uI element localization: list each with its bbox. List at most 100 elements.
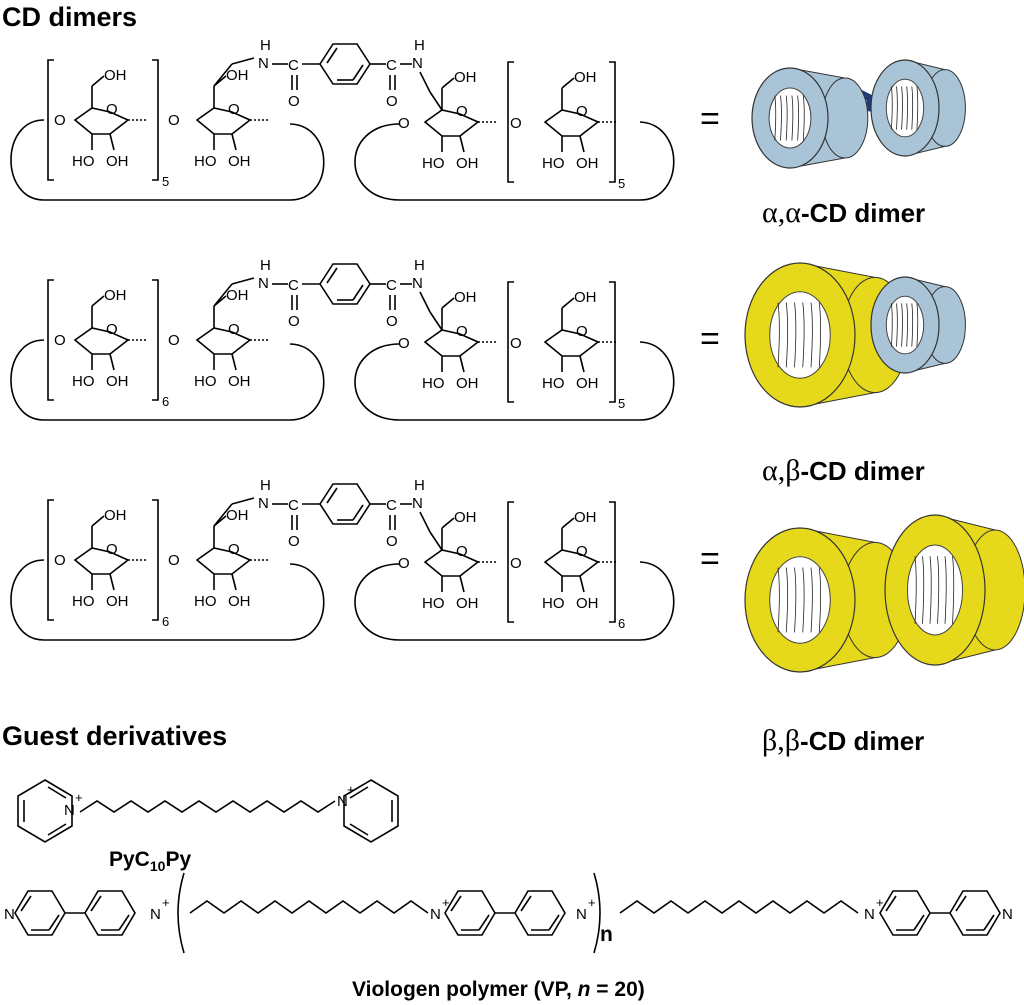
pyridinium-ring: [14, 890, 66, 936]
ring-oxygen: O: [106, 321, 118, 338]
dimer-label-greek: α,β: [762, 454, 800, 487]
amide-h-left: H: [260, 477, 271, 494]
glucose-ring: [543, 549, 600, 577]
hydroxyl-label: OH: [576, 595, 599, 612]
repeat-bracket: [152, 499, 159, 621]
sugar-pattern: [916, 303, 919, 347]
aromatic-bond: [90, 895, 102, 912]
repeat-bracket: [47, 499, 54, 621]
hydroxyl-label: OH: [104, 507, 127, 524]
linker-bond: [429, 311, 443, 331]
dimer-label: α,β-CD dimer: [762, 454, 925, 487]
right-cyclodextrin: [870, 276, 966, 374]
carbonyl-c-left: C: [288, 497, 299, 514]
right-cyclodextrin: [884, 514, 1024, 666]
ring-oxygen: O: [106, 541, 118, 558]
pyridinium-ring: [84, 890, 136, 936]
repeat-subscript-n: n: [600, 923, 613, 946]
oh-bond: [579, 135, 585, 153]
bridging-oxygen: O: [398, 335, 410, 352]
sugar-pattern: [891, 86, 893, 130]
hydroxyl-label: HO: [542, 595, 565, 612]
sugar-pattern: [802, 95, 805, 141]
repeat-bracket: [507, 61, 514, 183]
ring-oxygen: O: [576, 543, 588, 560]
vp-plus: +: [442, 895, 450, 910]
sugar-pattern: [896, 303, 898, 347]
cone-cavity: [885, 78, 925, 138]
ch2-bond: [441, 517, 455, 529]
vp-n-plus: N: [150, 906, 161, 923]
glucose-ring: [73, 327, 130, 355]
sugar-pattern: [810, 302, 813, 368]
glucose-ring: [195, 107, 252, 135]
macrocycle-loop: [354, 341, 675, 421]
oh-bond: [231, 133, 237, 151]
hydroxyl-label: OH: [106, 153, 129, 170]
aromatic-bond: [48, 914, 60, 931]
oh-bond: [109, 573, 115, 591]
aromatic-bond: [955, 895, 967, 912]
ch2-bond: [91, 515, 105, 527]
sugar-pattern: [791, 95, 794, 141]
carbonyl-o-right: O: [386, 313, 398, 330]
dimer-label-greek: α,α: [762, 196, 801, 229]
ring-oxygen: O: [456, 103, 468, 120]
vp-n-plus: N: [576, 906, 587, 923]
hydroxyl-label: OH: [454, 509, 477, 526]
sugar-pattern: [818, 567, 822, 633]
sugar-pattern: [802, 567, 805, 633]
guest-derivatives-title: Guest derivatives: [2, 721, 227, 751]
vp-label: Viologen polymer (VP, n = 20): [352, 978, 645, 1001]
linker-bond: [429, 531, 443, 551]
sugar-pattern: [891, 303, 893, 347]
repeat-bracket: [152, 59, 159, 181]
amide-n-left: N: [258, 275, 269, 292]
ring-oxygen: O: [106, 101, 118, 118]
hydroxyl-label: OH: [106, 373, 129, 390]
dimer-label-suffix: -CD dimer: [800, 456, 924, 486]
amide-n-right: N: [412, 495, 423, 512]
amide-n-left: N: [258, 55, 269, 72]
vp-n-plus: N: [430, 906, 441, 923]
repeat-paren-open: [177, 872, 185, 954]
aromatic-bond: [450, 895, 462, 912]
hydroxyl-label: OH: [104, 287, 127, 304]
left-repeat-count: 6: [162, 614, 169, 629]
dimer-label-suffix: -CD dimer: [800, 726, 924, 756]
dimer-cartoon: α,β-CD dimer: [744, 262, 966, 487]
hydroxyl-label: OH: [226, 507, 249, 524]
oh-bond: [459, 135, 465, 153]
pyc10py-label: PyC10Py: [109, 848, 191, 874]
sugar-pattern: [944, 556, 947, 624]
carbonyl-c-right: C: [386, 57, 397, 74]
amide-h-right: H: [414, 477, 425, 494]
ring-oxygen: O: [576, 103, 588, 120]
sugar-pattern: [911, 303, 914, 347]
linker-bond: [213, 283, 233, 307]
aromatic-bond: [885, 895, 897, 912]
decyl-chain: [189, 900, 429, 914]
glucose-ring: [423, 329, 480, 357]
pyridinium-ring: [514, 890, 566, 936]
ring-oxygen: O: [228, 101, 240, 118]
hydroxyl-label: OH: [576, 375, 599, 392]
right-cyclodextrin: [870, 59, 966, 157]
ring-oxygen: O: [228, 541, 240, 558]
ch2-bond: [91, 75, 105, 87]
ch2-bond: [561, 517, 575, 529]
hydroxyl-label: HO: [72, 153, 95, 170]
sugar-pattern: [785, 95, 788, 141]
hydroxyl-label: OH: [456, 375, 479, 392]
carbonyl-o-right: O: [386, 533, 398, 550]
equals-sign: =: [700, 320, 720, 358]
hydroxyl-label: HO: [72, 373, 95, 390]
carbonyl-c-right: C: [386, 277, 397, 294]
cone-cavity: [769, 556, 831, 644]
repeat-bracket: [507, 281, 514, 403]
aromatic-bond: [20, 895, 32, 912]
hydroxyl-label: OH: [576, 155, 599, 172]
bridging-oxygen: O: [510, 555, 522, 572]
